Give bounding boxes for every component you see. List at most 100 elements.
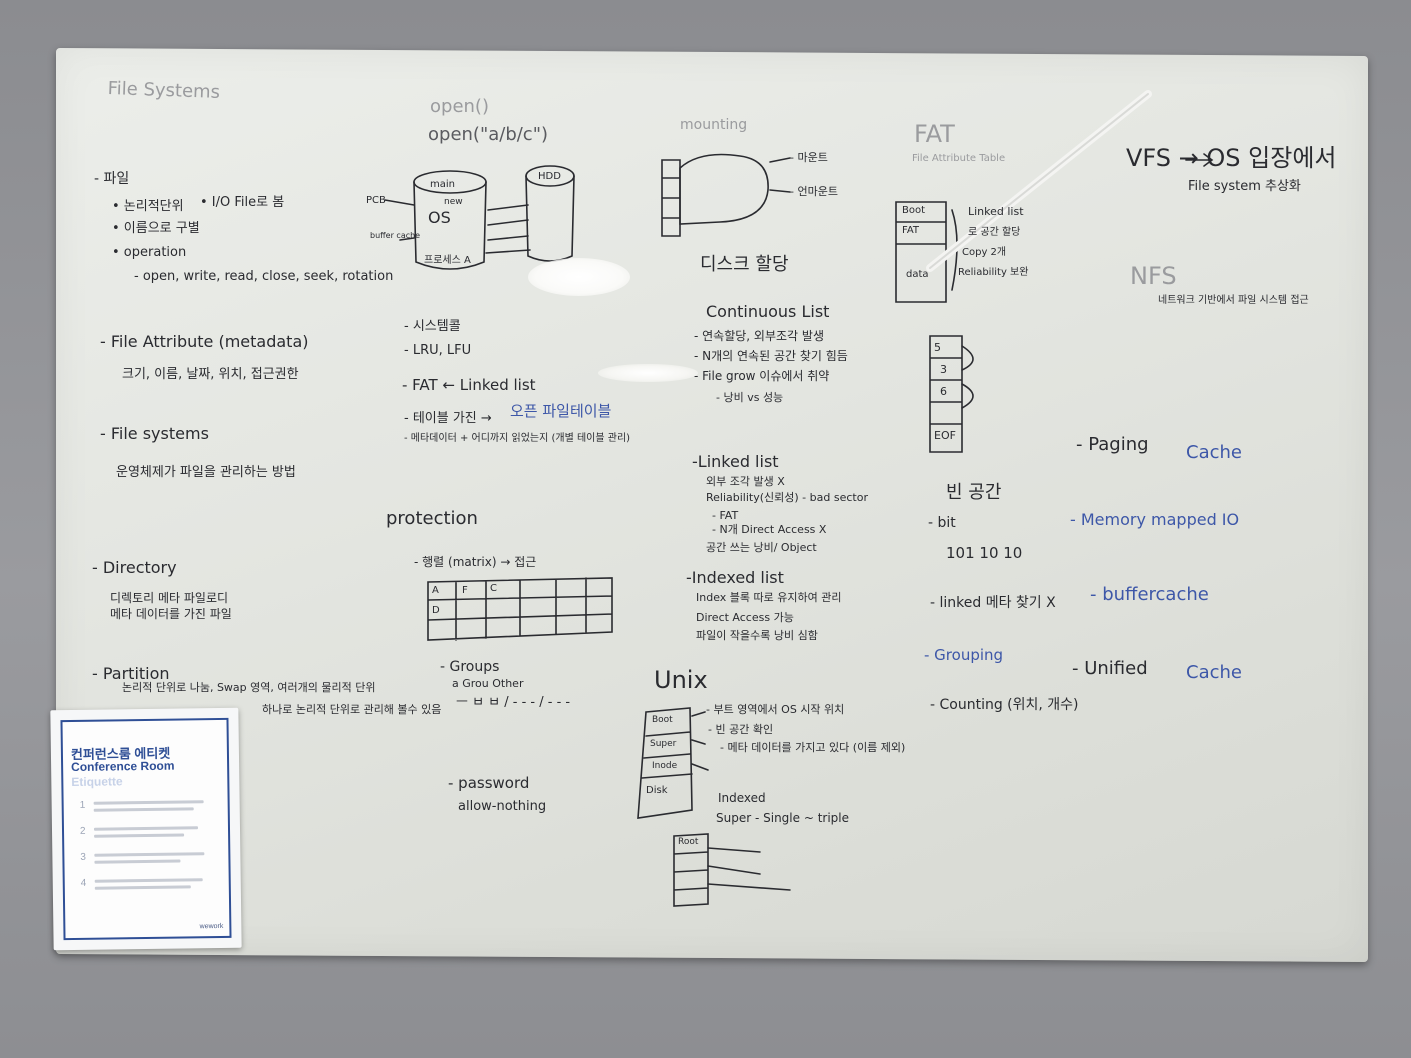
text: Disk <box>646 785 668 796</box>
text: - 시스템콜 <box>404 319 461 334</box>
text: Boot <box>902 205 926 216</box>
text: Linked list <box>968 205 1024 218</box>
text: 디렉토리 메타 파일로디 <box>110 591 229 605</box>
text: Boot <box>652 715 673 725</box>
heading-file: - 파일 <box>94 171 130 187</box>
text: 외부 조각 발생 X <box>706 475 785 488</box>
text: main <box>430 179 455 190</box>
text: Super - Single ~ triple <box>716 811 849 825</box>
heading-indexed-list: -Indexed list <box>686 568 784 587</box>
poster-title-en: Conference Room <box>71 758 175 775</box>
light-reflection <box>598 364 698 382</box>
heading-free-space: 빈 공간 <box>946 482 1002 503</box>
text: 3 <box>940 363 947 376</box>
text: C <box>490 583 497 594</box>
text: data <box>906 269 929 280</box>
text: - Counting (위치, 개수) <box>930 697 1079 713</box>
text: - 테이블 가진 → <box>404 411 492 426</box>
text: buffer cache <box>370 231 421 240</box>
text: - 빈 공간 확인 <box>708 723 774 736</box>
text: - open, write, read, close, seek, rotati… <box>134 269 394 284</box>
heading-fat: FAT <box>914 120 955 148</box>
text: 파일이 작을수록 낭비 심함 <box>696 629 818 642</box>
text: - N개 Direct Access X <box>712 523 827 536</box>
text: 운영체제가 파일을 관리하는 방법 <box>116 465 296 480</box>
text: Index 블록 따로 유지하여 관리 <box>696 591 842 604</box>
text: - File grow 이슈에서 취약 <box>694 369 830 383</box>
text: Inode <box>652 761 678 771</box>
text: EOF <box>934 429 956 442</box>
text: - password <box>448 774 530 792</box>
text: a Grou Other <box>452 677 524 690</box>
text: • operation <box>112 245 187 260</box>
text: - 마운트 <box>790 151 828 164</box>
text: 네트워크 기반에서 파일 시스템 접근 <box>1158 295 1309 306</box>
text: 디스크 할당 <box>700 254 789 275</box>
etiquette-poster: 컨퍼런스룸 에티켓 Conference Room Etiquette 1 2 … <box>50 707 242 951</box>
text: 하나로 논리적 단위로 관리해 볼수 있음 <box>262 703 442 716</box>
poster-item-number: 4 <box>80 877 87 889</box>
text: 5 <box>934 341 941 354</box>
text: ㅡ ㅂ ㅂ / - - - / - - - <box>456 695 571 710</box>
text: F <box>462 585 468 596</box>
text: 메타 데이터를 가진 파일 <box>110 607 232 621</box>
text: new <box>444 197 463 207</box>
text: - Memory mapped IO <box>1070 510 1240 529</box>
text: - Paging <box>1076 434 1149 455</box>
text: PCB <box>366 195 386 206</box>
text: D <box>432 605 440 616</box>
text: 로 공간 할당 <box>968 227 1021 238</box>
text: 공간 쓰는 낭비/ Object <box>706 541 817 554</box>
text: HDD <box>538 171 561 182</box>
text: - N개의 연속된 공간 찾기 힘듬 <box>694 349 848 363</box>
text: - 메타데이터 + 어디까지 읽었는지 (개별 테이블 관리) <box>404 433 631 444</box>
text: A <box>432 585 439 596</box>
text: • 논리적단위 <box>112 199 184 214</box>
heading-linked-list: -Linked list <box>692 452 779 471</box>
poster-item-number: 3 <box>80 851 87 863</box>
text: - FAT ← Linked list <box>402 376 536 394</box>
whiteboard <box>56 47 1368 963</box>
poster-title-en2: Etiquette <box>71 774 123 790</box>
text: 101 10 10 <box>946 544 1023 562</box>
text: File system 추상화 <box>1188 179 1301 194</box>
text: 논리적 단위로 나눔, Swap 영역, 여러개의 물리적 단위 <box>122 681 376 694</box>
heading-vfs: VFS → OS 입장에서 <box>1126 144 1337 172</box>
text: Cache <box>1186 662 1242 683</box>
text: Indexed <box>718 791 766 805</box>
text: Reliability(신뢰성) - bad sector <box>706 491 868 504</box>
heading-continuous: Continuous List <box>706 302 830 321</box>
text: Super <box>650 739 677 749</box>
poster-brand: wework <box>199 922 224 931</box>
heading-partition: - Partition <box>92 664 170 683</box>
poster-item-number: 1 <box>79 799 86 811</box>
text: 오픈 파일테이블 <box>510 402 612 420</box>
text: - 행렬 (matrix) → 접근 <box>414 555 537 569</box>
board-title: File Systems <box>107 78 221 103</box>
text: 6 <box>940 385 947 398</box>
text: - linked 메타 찾기 X <box>930 595 1056 611</box>
text: • I/O File로 봄 <box>200 195 285 210</box>
text: Copy 2개 <box>962 247 1007 258</box>
text: - LRU, LFU <box>404 343 472 358</box>
text: - 부트 영역에서 OS 시작 위치 <box>706 703 845 716</box>
text: • 이름으로 구별 <box>112 221 200 236</box>
text: - Grouping <box>924 646 1004 664</box>
text: - Unified <box>1072 658 1148 679</box>
heading-directory: - Directory <box>92 558 177 577</box>
text: Reliability 보완 <box>958 267 1029 278</box>
text: - Groups <box>440 659 500 675</box>
text: open("a/b/c") <box>428 124 549 145</box>
heading-protection: protection <box>386 508 478 529</box>
text: - 메타 데이터를 가지고 있다 (이름 제외) <box>720 741 906 754</box>
light-reflection <box>528 258 630 296</box>
text: 프로세스 A <box>424 255 471 266</box>
text: - 낭비 vs 성능 <box>716 391 784 404</box>
heading-file-systems: - File systems <box>100 424 209 443</box>
text: OS <box>428 208 451 227</box>
text: - 언마운트 <box>790 185 838 198</box>
text: open() <box>430 96 489 117</box>
poster-item-number: 2 <box>79 825 86 837</box>
text: 크기, 이름, 날짜, 위치, 접근권한 <box>122 367 299 382</box>
text: mounting <box>680 117 748 133</box>
